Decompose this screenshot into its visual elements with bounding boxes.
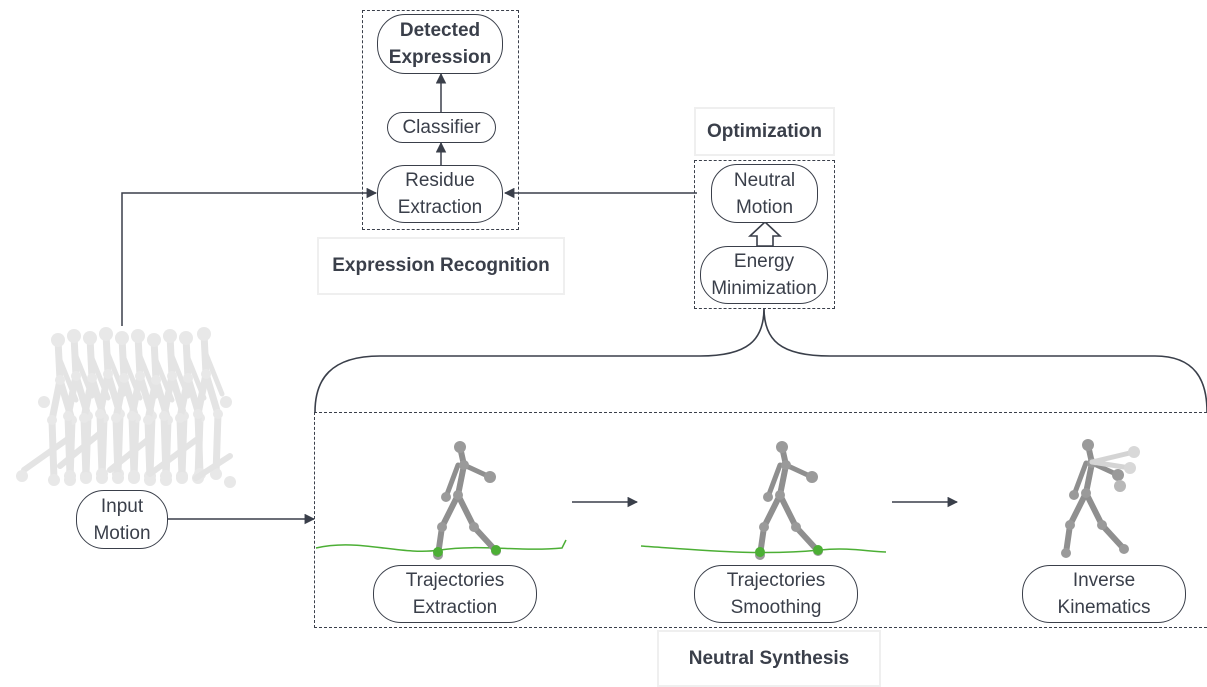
classifier-node[interactable]: Classifier [387,112,496,143]
input-motion-skeletons-image [16,327,236,488]
edge-input-to-residue [121,187,378,326]
brace [314,307,1207,413]
trajectories-extraction-skeleton-image [315,441,567,560]
neutral-synthesis-label: Neutral Synthesis [657,630,881,687]
trajectories-smoothing-node[interactable]: Trajectories Smoothing [694,565,858,623]
trajectories-extraction-node[interactable]: Trajectories Extraction [373,565,537,623]
expression-recognition-group [362,10,519,230]
optimization-label: Optimization [694,107,835,156]
detected-expression-node[interactable]: Detected Expression [377,14,503,74]
inverse-kinematics-node[interactable]: Inverse Kinematics [1022,565,1186,623]
neutral-motion-node[interactable]: Neutral Motion [711,164,818,223]
neutral-synthesis-group [314,412,1207,628]
residue-extraction-node[interactable]: Residue Extraction [377,165,503,223]
hollow-arrow-energy-to-neutral [747,220,783,247]
inverse-kinematics-skeleton-image [1061,439,1140,558]
trajectories-smoothing-skeleton-image [640,441,887,560]
energy-minimization-node[interactable]: Energy Minimization [700,246,828,304]
optimization-group [694,160,835,309]
input-motion-node[interactable]: Input Motion [76,490,168,549]
expression-recognition-label: Expression Recognition [317,237,565,295]
